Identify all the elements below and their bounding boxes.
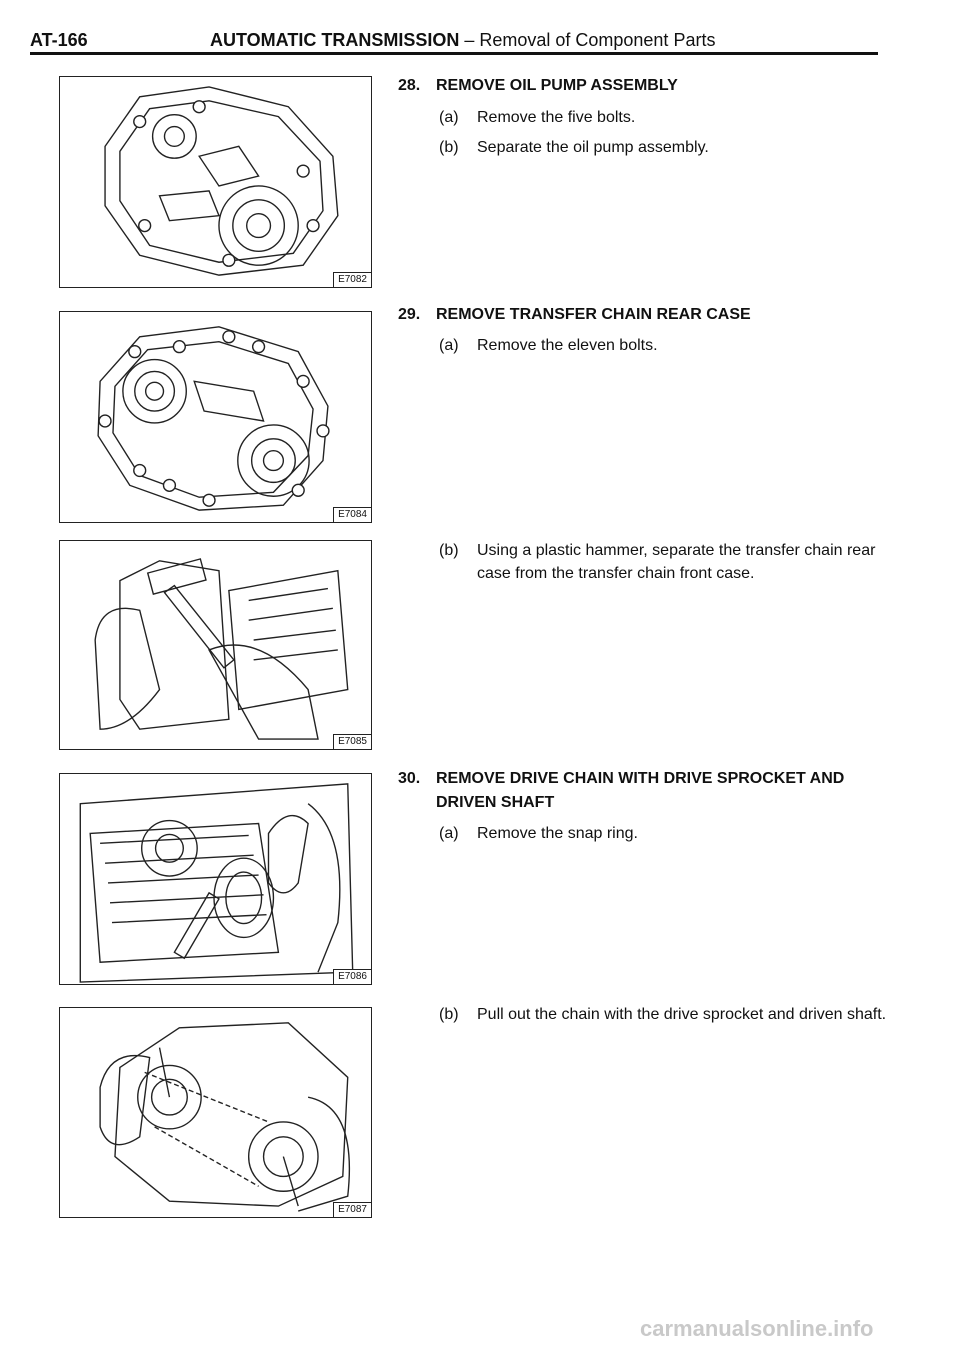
step-title: REMOVE OIL PUMP ASSEMBLY xyxy=(436,77,678,94)
substep-text: Pull out the chain with the drive sprock… xyxy=(477,1006,887,1023)
figure-snap-ring: E7086 xyxy=(59,773,372,985)
substep-text: Remove the snap ring. xyxy=(477,825,638,842)
substep-text: Remove the five bolts. xyxy=(477,109,636,126)
figure-oil-pump: E7082 xyxy=(59,76,372,288)
figure-code: E7085 xyxy=(333,734,371,749)
figure-drive-chain: E7087 xyxy=(59,1007,372,1218)
figure-code: E7086 xyxy=(333,969,371,984)
substep-label: (a) xyxy=(439,109,459,126)
substep-label: (a) xyxy=(439,337,459,354)
page-number: AT-166 xyxy=(30,30,88,50)
plastic-hammer-illustration xyxy=(94,558,349,740)
step-number: 29. xyxy=(398,306,421,323)
snap-ring-illustration xyxy=(79,783,354,983)
substep-label: (b) xyxy=(439,1006,459,1023)
page-header: AT-166 AUTOMATIC TRANSMISSION – Removal … xyxy=(30,30,880,54)
step-30-heading-line2: DRIVEN SHAFT xyxy=(436,794,555,811)
step-30-heading: 30. REMOVE DRIVE CHAIN WITH DRIVE SPROCKE… xyxy=(398,770,844,788)
page-title: AUTOMATIC TRANSMISSION – Removal of Comp… xyxy=(210,30,715,51)
substep-label: (b) xyxy=(439,542,459,559)
step-29-heading: 29. REMOVE TRANSFER CHAIN REAR CASE xyxy=(398,306,751,324)
step-28-heading: 28. REMOVE OIL PUMP ASSEMBLY xyxy=(398,77,678,95)
step-number: 28. xyxy=(398,77,421,94)
title-section: AUTOMATIC TRANSMISSION xyxy=(210,30,460,50)
step-title: REMOVE DRIVE CHAIN WITH DRIVE SPROCKET A… xyxy=(436,770,845,787)
figure-rear-case-bolts: E7084 xyxy=(59,311,372,523)
figure-code: E7084 xyxy=(333,507,371,522)
header-rule xyxy=(30,52,878,55)
substep-label: (a) xyxy=(439,825,459,842)
figure-plastic-hammer: E7085 xyxy=(59,540,372,750)
title-subsection: – Removal of Component Parts xyxy=(459,30,716,50)
rear-case-illustration xyxy=(97,326,330,511)
substep-label: (b) xyxy=(439,139,459,156)
step-title: REMOVE TRANSFER CHAIN REAR CASE xyxy=(436,306,751,323)
step-number: 30. xyxy=(398,770,421,787)
figure-code: E7082 xyxy=(333,272,371,287)
substep-text: Separate the oil pump assembly. xyxy=(477,139,709,156)
oil-pump-illustration xyxy=(104,86,339,276)
substep-text: Remove the eleven bolts. xyxy=(477,337,658,354)
watermark: carmanualsonline.info xyxy=(640,1316,874,1341)
figure-code: E7087 xyxy=(333,1202,371,1217)
substep-text: Using a plastic hammer, separate the tra… xyxy=(477,542,876,582)
drive-chain-illustration xyxy=(99,1022,351,1212)
